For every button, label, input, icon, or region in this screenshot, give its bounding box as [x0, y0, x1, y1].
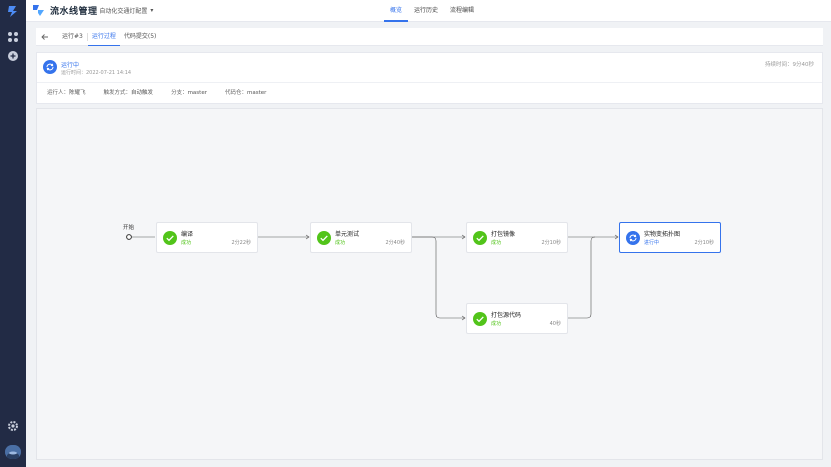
divider [37, 82, 822, 83]
add-circle-icon[interactable] [7, 50, 19, 62]
run-duration: 持续时间：9分40秒 [765, 62, 814, 68]
trigger-field: 触发方式：自动触发 [103, 90, 154, 96]
run-status: 运行中 [61, 62, 80, 69]
breadcrumb[interactable]: › 自动化交通灯配置 ▾ [94, 6, 153, 15]
brand: 流水线管理 [32, 3, 98, 17]
stage-duration: 40秒 [549, 321, 561, 327]
stage-node-compile[interactable]: 编译 成功 2分22秒 [156, 222, 258, 253]
stage-name: 打包镜像 [491, 231, 516, 238]
flow-connectors [126, 234, 619, 321]
check-circle-icon [473, 312, 487, 326]
arrow-left-icon[interactable] [40, 32, 50, 42]
tab-code-commits[interactable]: 代码提交(5) [123, 33, 157, 40]
gear-icon[interactable] [7, 420, 19, 432]
sync-icon [626, 231, 640, 245]
check-circle-icon [163, 231, 177, 245]
sync-icon [43, 60, 57, 74]
top-header: 流水线管理 › 自动化交通灯配置 ▾ 概览 运行历史 流程编辑 [26, 0, 831, 22]
run-subbar: 运行#3 运行过程 代码提交(5) [36, 28, 823, 46]
run-start-time: 运行时间：2022-07-21 14:14 [61, 70, 132, 76]
stage-node-unit-test[interactable]: 单元测试 成功 2分40秒 [310, 222, 412, 253]
stage-duration: 2分22秒 [231, 240, 251, 246]
stage-node-topology[interactable]: 实物变拓扑图 进行中 2分10秒 [619, 222, 721, 253]
stage-duration: 2分10秒 [694, 240, 714, 246]
pipeline-canvas[interactable]: 开始 编译 成功 2分22秒 单元测试 成功 2分40秒 打包镜像 成功 2分1… [36, 108, 823, 460]
stage-name: 单元测试 [335, 231, 360, 238]
tab-run-number[interactable]: 运行#3 [62, 33, 83, 40]
stage-node-package-image[interactable]: 打包镜像 成功 2分10秒 [466, 222, 568, 253]
caret-down-icon[interactable]: ▾ [150, 7, 154, 14]
stage-status: 成功 [491, 240, 502, 246]
stage-name: 打包源代码 [491, 312, 522, 319]
run-meta: 运行人：陈耀飞 触发方式：自动触发 分支：master 代码仓：master [47, 88, 266, 96]
stage-status: 进行中 [644, 240, 660, 246]
stage-duration: 2分40秒 [385, 240, 405, 246]
apps-grid-icon[interactable] [7, 31, 19, 43]
chevron-right-icon: › [94, 7, 97, 14]
start-label: 开始 [123, 225, 135, 231]
brand-logo-icon [33, 5, 44, 16]
left-rail [0, 0, 26, 467]
stage-status: 成功 [181, 240, 192, 246]
stage-node-package-source[interactable]: 打包源代码 成功 40秒 [466, 303, 568, 334]
tab-divider [86, 33, 88, 41]
pipeline-logo-icon[interactable] [6, 4, 20, 18]
nav-run-history[interactable]: 运行历史 [414, 7, 439, 14]
pipeline-selector[interactable]: 自动化交通灯配置 [99, 8, 148, 15]
tab-run-process[interactable]: 运行过程 [87, 28, 120, 46]
stage-duration: 2分10秒 [541, 240, 561, 246]
nav-flow-edit[interactable]: 流程编辑 [450, 7, 475, 14]
stage-status: 成功 [335, 240, 346, 246]
top-nav: 概览 运行历史 流程编辑 [384, 0, 480, 22]
nav-overview[interactable]: 概览 [384, 0, 409, 22]
stage-name: 实物变拓扑图 [644, 231, 681, 238]
repo-field: 代码仓：master [224, 90, 267, 96]
avatar[interactable] [5, 445, 21, 459]
run-info-card: 运行中 运行时间：2022-07-21 14:14 持续时间：9分40秒 运行人… [36, 52, 823, 104]
branch-field: 分支：master [171, 90, 207, 96]
runner-field: 运行人：陈耀飞 [47, 90, 86, 96]
check-circle-icon [473, 231, 487, 245]
app-title: 流水线管理 [50, 6, 98, 17]
stage-status: 成功 [491, 321, 502, 327]
stage-name: 编译 [181, 231, 194, 238]
run-tabs: 运行#3 运行过程 代码提交(5) [58, 28, 160, 46]
check-circle-icon [317, 231, 331, 245]
